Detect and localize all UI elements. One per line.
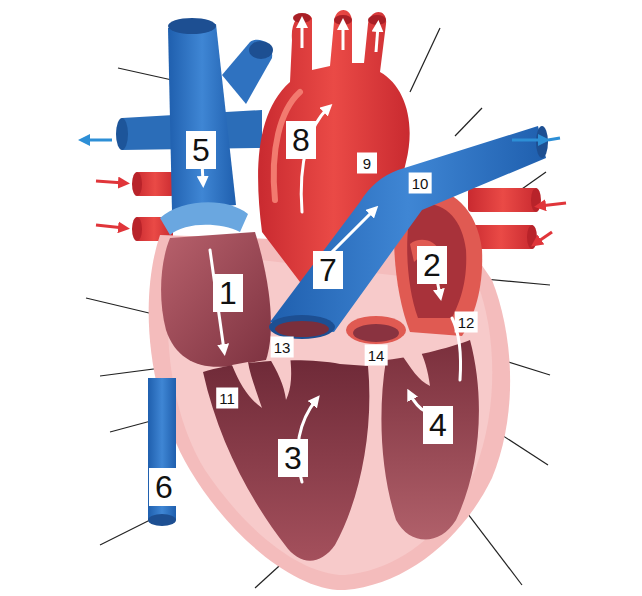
callout-number: 14	[365, 345, 388, 366]
callout-number: 9	[357, 153, 377, 174]
callout-number: 12	[455, 312, 478, 333]
callout-number: 5	[186, 131, 216, 169]
callout-number: 11	[216, 388, 238, 409]
callout-number: 8	[286, 121, 316, 159]
callout-number: 2	[417, 246, 447, 284]
callout-number: 3	[278, 439, 308, 477]
callout-number: 1	[213, 274, 243, 312]
callout-number: 7	[313, 251, 343, 289]
callout-number: 10	[409, 173, 432, 194]
callout-number: 6	[149, 468, 179, 506]
callout-number: 4	[423, 406, 453, 444]
callout-number: 13	[271, 337, 294, 358]
